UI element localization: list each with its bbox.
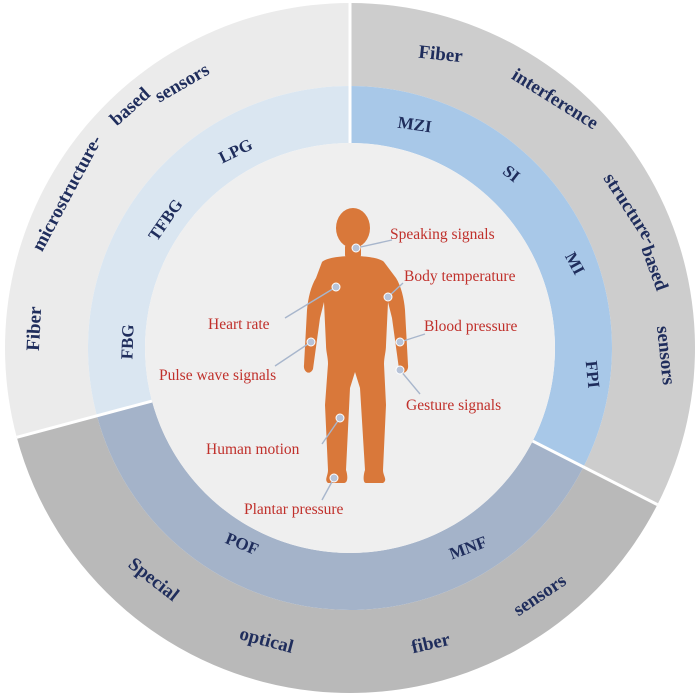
outer-sector-special-fiber [16,415,658,693]
dot-pulse-wave [306,337,316,347]
outer-sector-microstructure [5,3,350,438]
application-dots [306,243,405,483]
leader-speaking [355,239,393,249]
dot-plantar [329,473,339,483]
dot-temperature [383,292,393,302]
mid-label-fpi: FPI [582,360,604,390]
app-label-human-motion: Human motion [206,441,300,458]
app-label-plantar: Plantar pressure [244,501,344,518]
dot-gesture [395,365,405,375]
app-label-speaking: Speaking signals [390,226,495,243]
outer-word-inter-fiber: Fiber [417,42,464,68]
app-label-blood-pressure: Blood pressure [424,318,518,335]
app-label-gesture: Gesture signals [406,397,501,414]
middle-sector-special-fiber [96,401,584,610]
mid-label-mzi: MZI [397,113,434,137]
middle-sector-interference [350,86,612,467]
app-label-heart-rate: Heart rate [208,316,270,333]
sector-divider-right [531,439,659,506]
dot-speaking [351,243,361,253]
leader-heart-rate [284,286,337,319]
middle-sector-microstructure [88,86,351,416]
dot-blood-pressure [395,337,405,347]
leader-gesture [399,369,421,395]
app-label-temperature: Body temperature [404,268,516,285]
dot-human-motion [335,413,345,423]
mid-label-fbg: FBG [117,324,137,360]
dot-heart-rate [331,282,341,292]
sector-divider-left [16,399,153,439]
leader-human-motion [321,417,341,445]
outer-word-micro-fiber: Fiber [23,305,46,351]
leader-pulse-wave [274,341,312,367]
app-label-pulse-wave: Pulse wave signals [159,367,276,384]
outer-sector-interference [350,2,696,505]
